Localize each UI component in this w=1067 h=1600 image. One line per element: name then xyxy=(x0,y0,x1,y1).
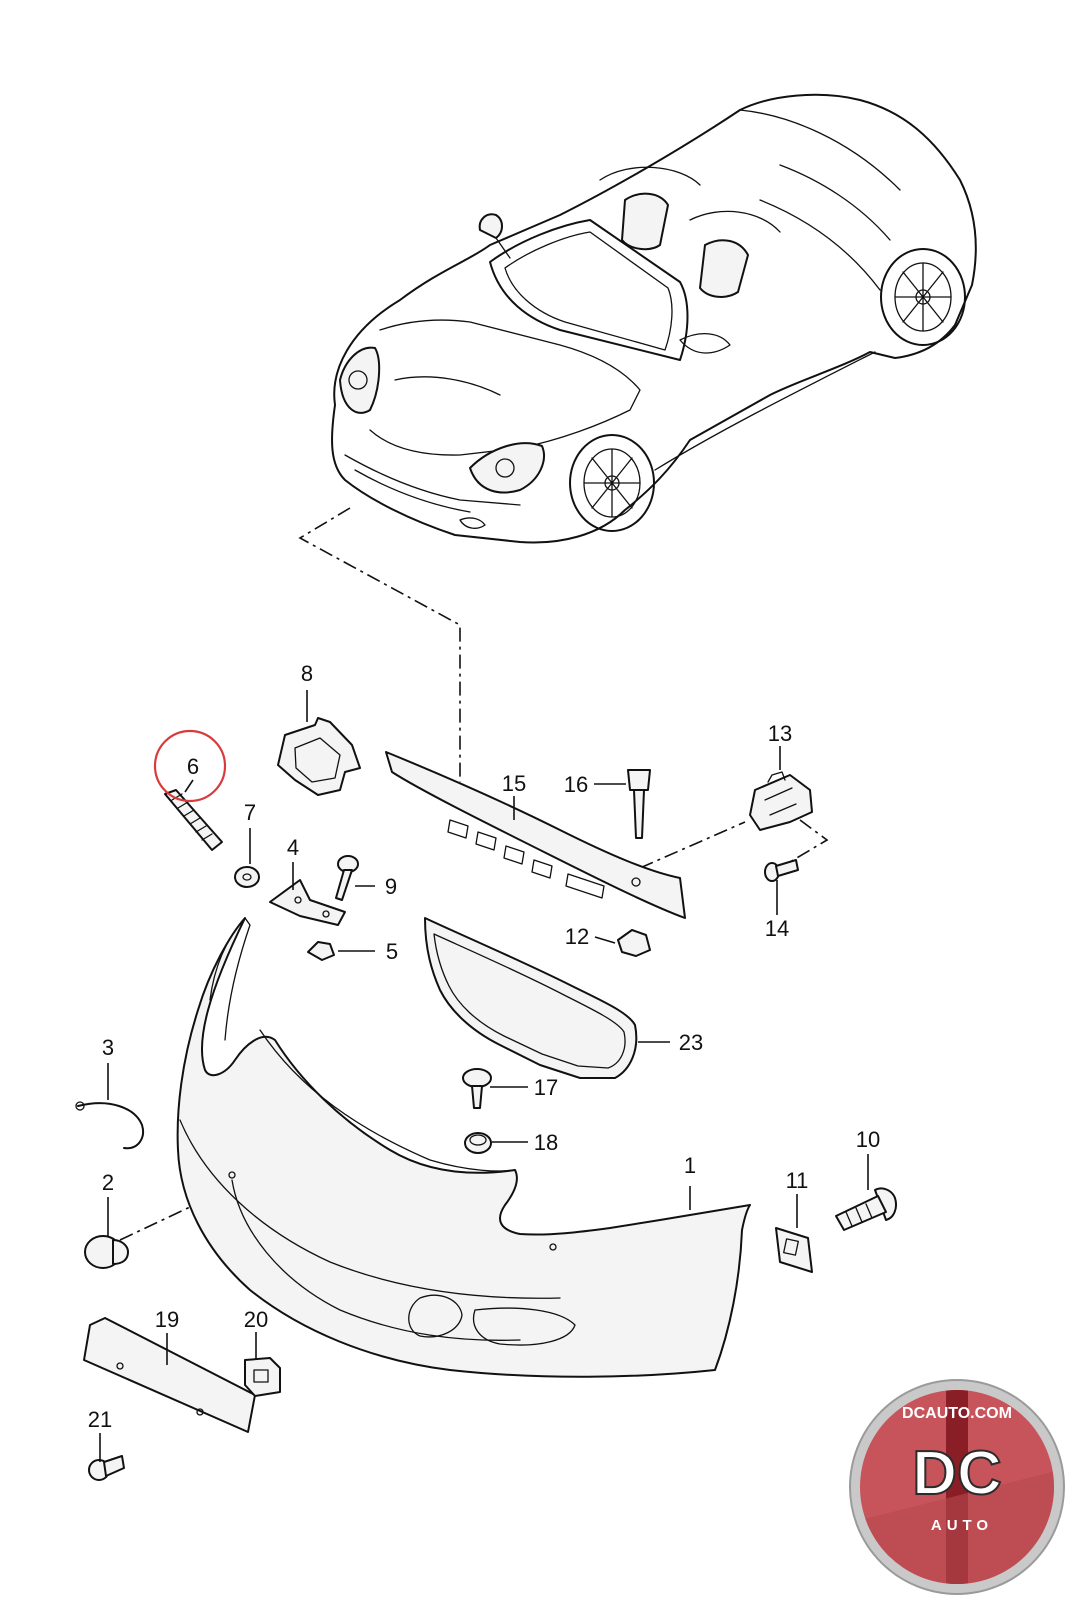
part-18-grommet xyxy=(464,1132,492,1154)
part-15-impactbar xyxy=(385,751,686,919)
callout-13: 13 xyxy=(768,721,792,746)
callout-3: 3 xyxy=(102,1035,114,1060)
logo-sub-text: AUTO xyxy=(931,1517,993,1534)
part-8-frame xyxy=(277,717,361,796)
callout-19: 19 xyxy=(155,1307,179,1332)
callout-23: 23 xyxy=(679,1030,703,1055)
part-3-wire xyxy=(77,1102,144,1150)
connector-car-to-bumper xyxy=(298,507,461,782)
part-17-screw xyxy=(462,1068,492,1109)
connector-13-to-14 xyxy=(789,819,829,863)
callout-17: 17 xyxy=(534,1075,558,1100)
callout-6: 6 xyxy=(187,754,199,779)
callout-15: 15 xyxy=(502,771,526,796)
part-2-plug xyxy=(84,1235,129,1269)
callout-18: 18 xyxy=(534,1130,558,1155)
logo-mark-text: DC xyxy=(912,1439,1002,1508)
part-6-stud xyxy=(164,789,223,851)
callout-12: 12 xyxy=(565,924,589,949)
logo-site-text: DCAUTO.COM xyxy=(902,1405,1012,1422)
callout-1: 1 xyxy=(684,1153,696,1178)
part-13-mount xyxy=(749,771,813,831)
part-14-bolt xyxy=(764,859,799,882)
part-20-clip xyxy=(244,1357,281,1397)
callout-20: 20 xyxy=(244,1307,268,1332)
part-5-clipnut xyxy=(307,941,335,961)
callout-10: 10 xyxy=(856,1127,880,1152)
callout-4: 4 xyxy=(287,835,299,860)
part-23-grille xyxy=(424,917,638,1079)
dcauto-logo: DCAUTO.COM DC AUTO xyxy=(849,1379,1065,1595)
part-19-plate xyxy=(83,1317,256,1433)
callout-14: 14 xyxy=(765,916,789,941)
part-12-clipnut xyxy=(617,929,651,957)
callout-labels: 1 2 3 4 5 6 7 8 9 10 11 12 13 14 15 16 1… xyxy=(88,661,880,1432)
part-4-bracket xyxy=(269,879,346,926)
part-16-bolt xyxy=(627,769,651,839)
callout-9: 9 xyxy=(385,874,397,899)
part-10-bolt xyxy=(835,1187,897,1231)
part-7-washer xyxy=(234,866,260,888)
connector-14-to-15 xyxy=(639,821,746,869)
callout-21: 21 xyxy=(88,1407,112,1432)
callout-7: 7 xyxy=(244,800,256,825)
callout-11: 11 xyxy=(786,1168,809,1193)
part-9-screw xyxy=(335,855,359,901)
callout-16: 16 xyxy=(564,772,588,797)
car-illustration xyxy=(331,93,977,544)
leader-lines xyxy=(99,690,869,1462)
part-21-bolt xyxy=(88,1455,125,1481)
part-bumper-cover xyxy=(176,917,751,1378)
callout-8: 8 xyxy=(301,661,313,686)
callout-2: 2 xyxy=(102,1170,114,1195)
highlight-circle xyxy=(153,729,227,803)
part-11-clip xyxy=(775,1227,813,1273)
connector-2-to-bumper xyxy=(119,1206,191,1241)
callout-5: 5 xyxy=(386,939,398,964)
